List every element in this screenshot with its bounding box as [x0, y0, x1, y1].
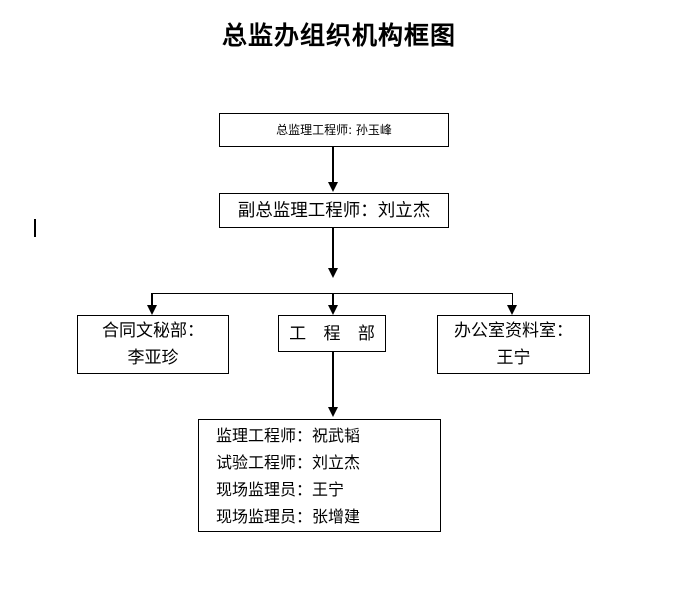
org-node-engineering-line1: 工 程 部 [289, 323, 381, 344]
connector-engineering-to-staff [332, 352, 334, 408]
org-node-staff-line2: 试验工程师：刘立杰 [216, 452, 361, 472]
text-caret-artifact [34, 219, 36, 237]
org-node-staff-list[interactable]: 监理工程师：祝武韬 试验工程师：刘立杰 现场监理员：王宁 现场监理员：张增建 [198, 419, 441, 532]
org-node-office-line2: 王宁 [496, 347, 531, 368]
org-node-staff-line1: 监理工程师：祝武韬 [216, 425, 361, 445]
org-node-contract-line2: 李亚珍 [127, 347, 179, 368]
org-node-deputy[interactable]: 副总监理工程师：刘立杰 [219, 193, 449, 228]
connector-bar-to-office [511, 292, 514, 309]
arrowhead-director-to-deputy [327, 182, 338, 192]
arrowhead-bar-to-office [507, 305, 517, 315]
org-node-office-archives[interactable]: 办公室资料室： 王宁 [437, 315, 590, 374]
arrowhead-bar-to-contract [146, 305, 157, 315]
org-node-engineering-dept[interactable]: 工 程 部 [278, 315, 386, 352]
org-node-contract-secretariat[interactable]: 合同文秘部： 李亚珍 [77, 315, 229, 374]
org-node-staff-line3: 现场监理员：王宁 [216, 479, 345, 499]
arrowhead-deputy-stem [327, 268, 338, 278]
connector-deputy-stem [332, 228, 334, 269]
org-node-deputy-line1: 副总监理工程师：刘立杰 [237, 200, 431, 221]
org-node-director[interactable]: 总监理工程师: 孙玉峰 [219, 113, 449, 147]
org-node-office-line1: 办公室资料室： [454, 320, 573, 341]
page-title: 总监办组织机构框图 [221, 21, 456, 50]
connector-bar-to-contract [151, 292, 153, 309]
org-node-director-line1: 总监理工程师: 孙玉峰 [276, 123, 392, 137]
arrowhead-engineering-to-staff [327, 407, 338, 417]
org-node-contract-line1: 合同文秘部： [102, 320, 204, 341]
connector-bar-to-engineering [332, 292, 334, 309]
org-node-staff-line4: 现场监理员：张增建 [216, 506, 361, 526]
connector-director-to-deputy [332, 147, 334, 183]
arrowhead-bar-to-engineering [327, 305, 338, 315]
